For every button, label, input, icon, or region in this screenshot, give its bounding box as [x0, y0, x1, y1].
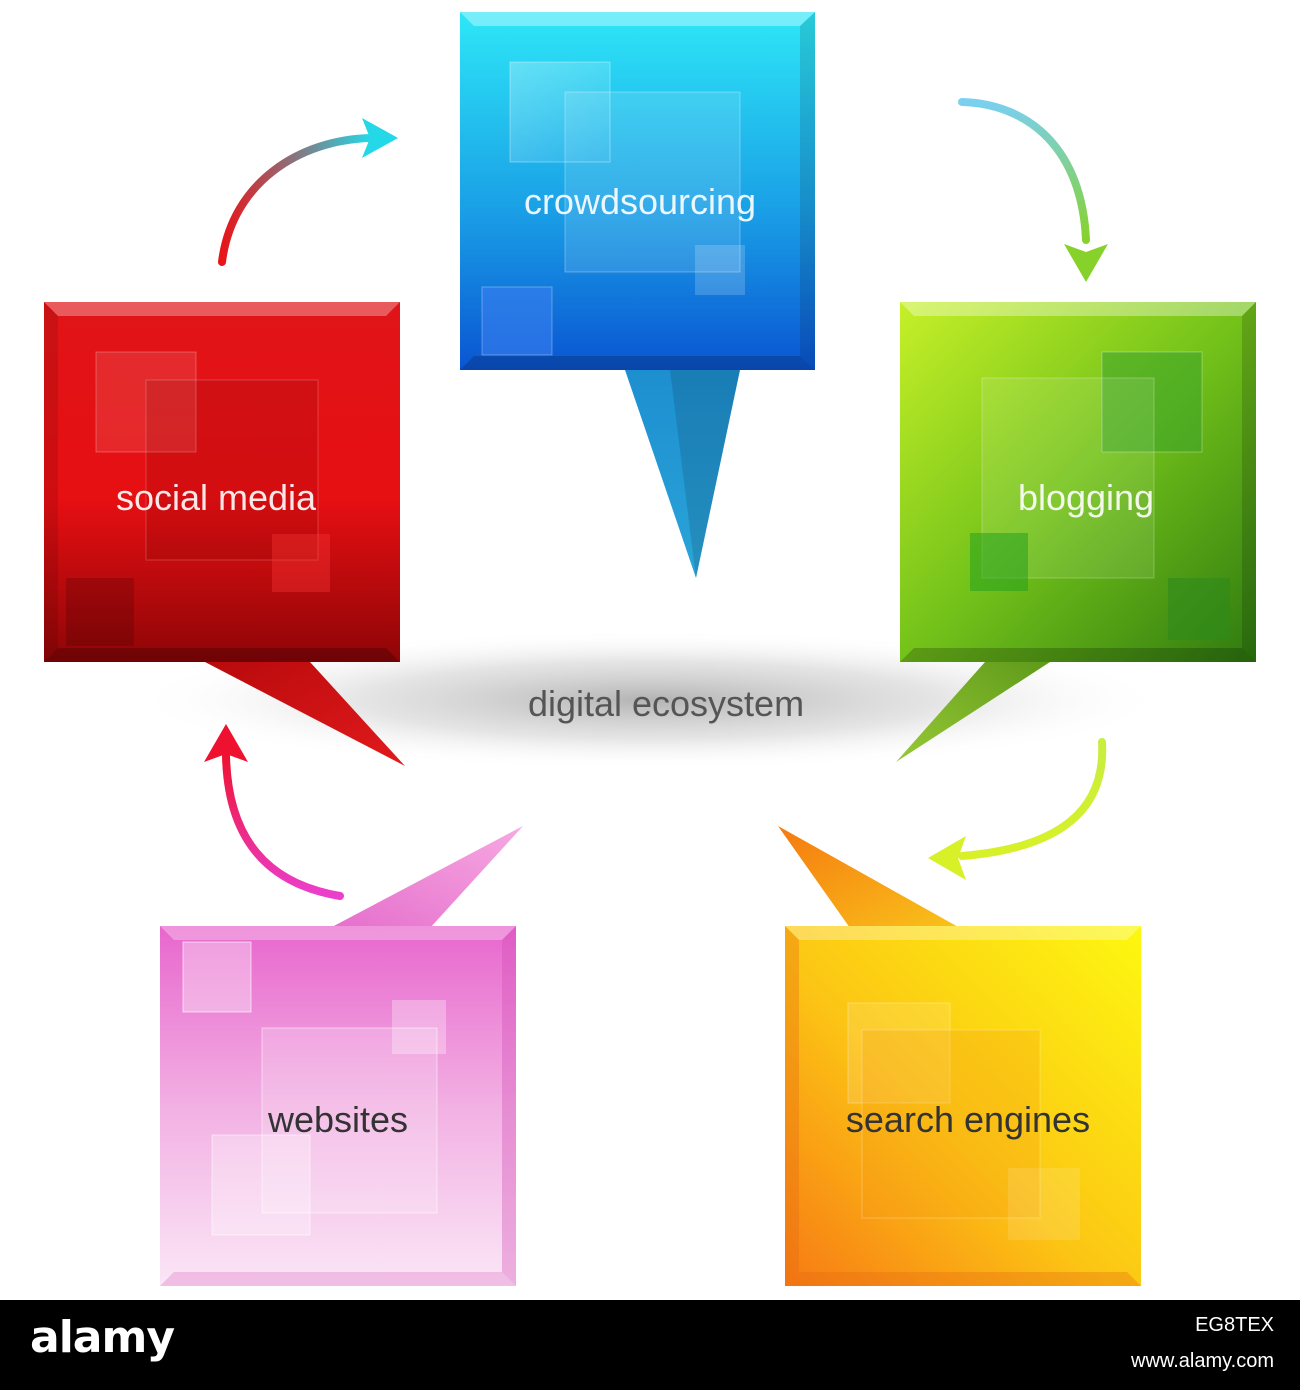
- node-websites: websites: [160, 826, 523, 1286]
- ecosystem-diagram: crowdsourcing blogging social media digi…: [44, 12, 1256, 1286]
- social-media-box: [44, 302, 400, 662]
- watermark-image-id: EG8TEX: [1195, 1314, 1274, 1336]
- crowdsourcing-label: crowdsourcing: [524, 181, 756, 222]
- node-search-engines: search engines: [778, 826, 1141, 1286]
- node-blogging: blogging: [896, 302, 1256, 762]
- arrow-websites-to-social: [204, 724, 344, 900]
- center-shadow: [130, 630, 1170, 770]
- center-label: digital ecosystem: [528, 683, 804, 724]
- social-media-label: social media: [116, 477, 317, 518]
- websites-pointer: [330, 826, 523, 928]
- blogging-pointer: [896, 662, 1050, 762]
- watermark-footer: alamy EG8TEX www.alamy.com: [0, 1300, 1300, 1390]
- arrow-social-to-crowdsourcing: [218, 118, 398, 266]
- websites-box: [160, 926, 516, 1286]
- node-social-media: social media: [44, 302, 405, 766]
- websites-label: websites: [267, 1099, 408, 1140]
- crowdsourcing-pointer: [625, 370, 740, 578]
- social-media-pointer: [205, 662, 405, 766]
- arrow-blogging-to-search: [928, 738, 1107, 880]
- search-engines-label: search engines: [846, 1099, 1090, 1140]
- arrow-crowdsourcing-to-blogging: [958, 98, 1108, 282]
- search-engines-box: [785, 926, 1141, 1286]
- search-engines-pointer: [778, 826, 960, 928]
- cycle-arrows: [204, 98, 1108, 900]
- node-crowdsourcing: crowdsourcing: [460, 12, 815, 578]
- blogging-label: blogging: [1018, 477, 1154, 518]
- watermark-logo: alamy: [30, 1312, 175, 1363]
- watermark-url: www.alamy.com: [1131, 1350, 1274, 1372]
